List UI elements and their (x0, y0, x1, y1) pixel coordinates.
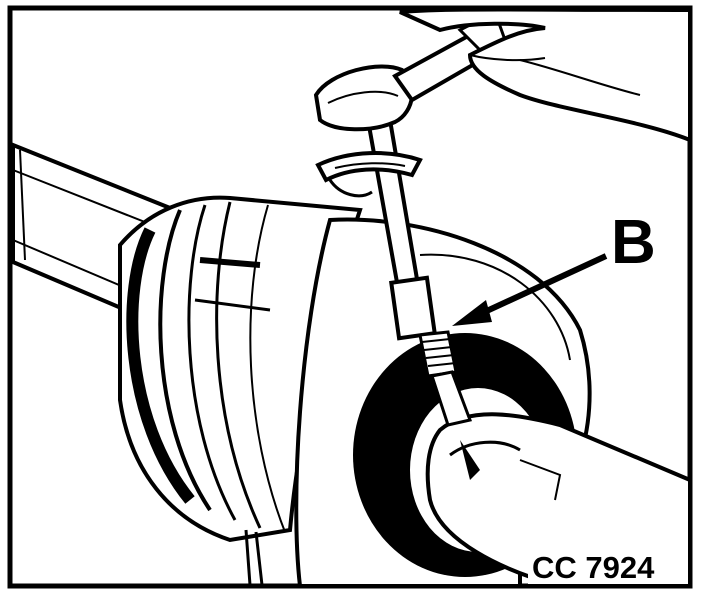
joint-housing (118, 195, 363, 543)
hand-illustration (399, 7, 692, 143)
clip-detail (244, 529, 264, 586)
adapter-plate (315, 151, 423, 198)
callout-label-b: B (611, 208, 656, 277)
output-shaft (425, 412, 692, 588)
figure-reference-code: CC 7924 (528, 552, 659, 584)
callout-arrow-b (452, 253, 608, 326)
